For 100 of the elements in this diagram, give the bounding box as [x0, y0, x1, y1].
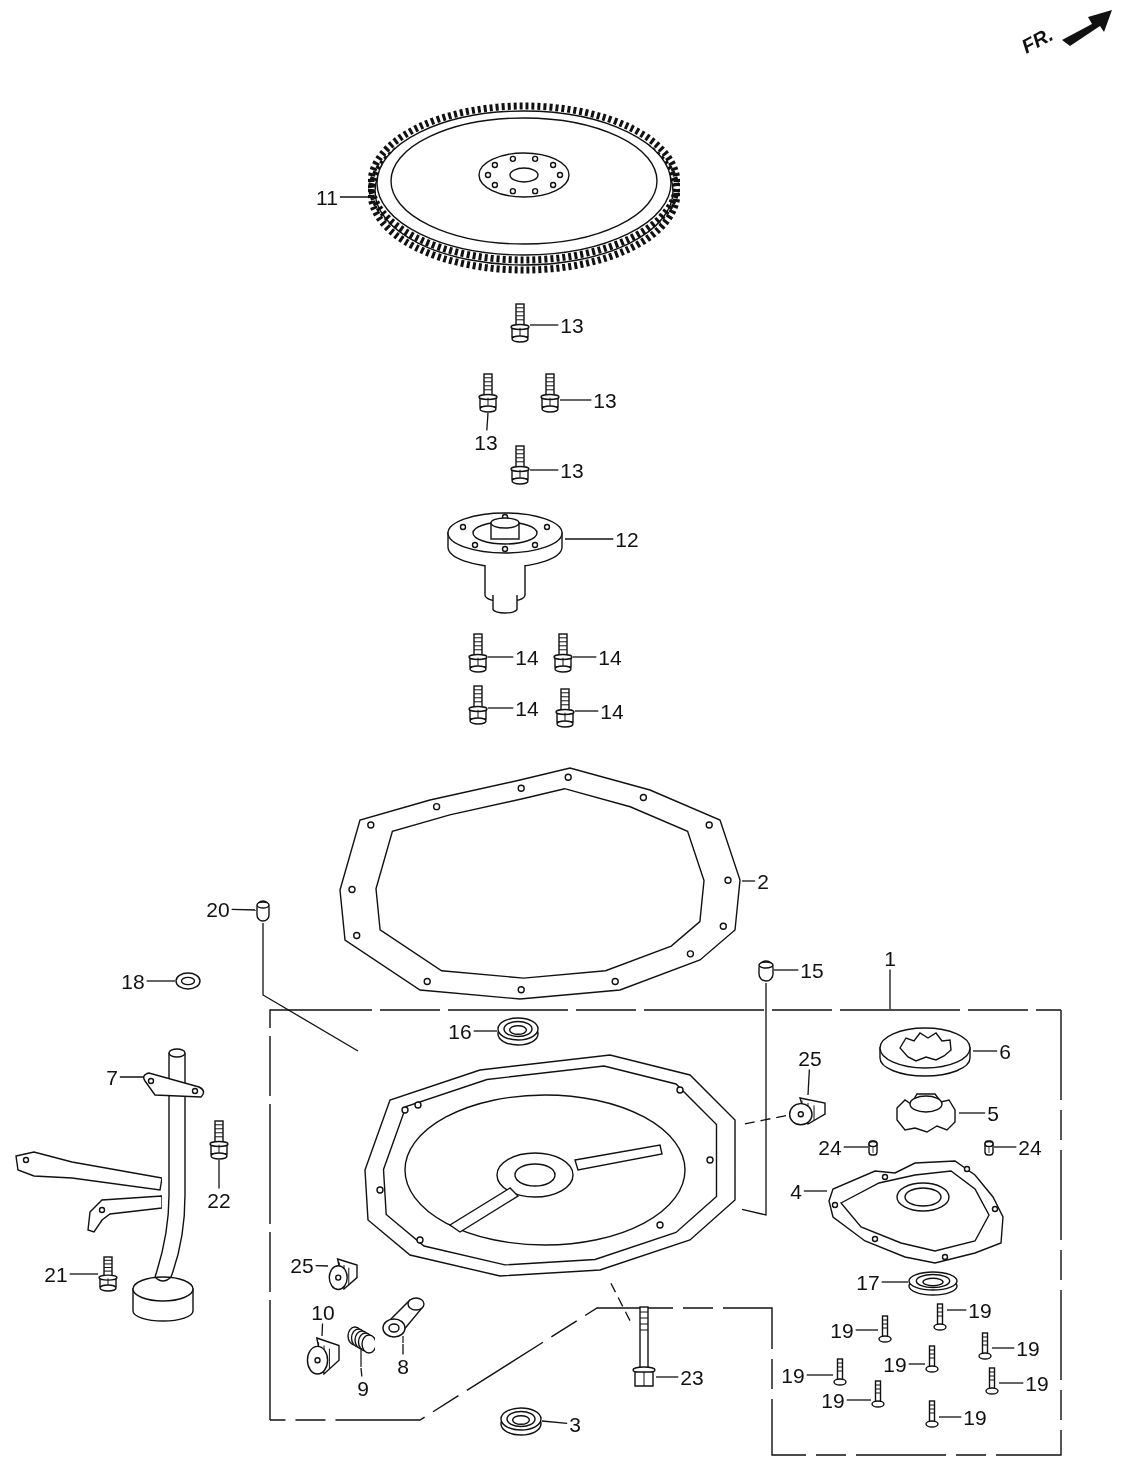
leader-line: [231, 908, 257, 911]
screw-drawing: [925, 1400, 939, 1428]
callout-number: 13: [560, 314, 584, 336]
bolt-drawing: [98, 1256, 118, 1292]
bolt-drawing: [632, 1306, 656, 1390]
pin-drawing: [984, 1140, 994, 1156]
bolt-drawing: [540, 373, 560, 413]
callout-number: 19: [821, 1389, 845, 1411]
leader-line: [972, 1050, 998, 1052]
leader-line: [315, 1264, 329, 1267]
leader-line: [655, 1376, 679, 1378]
leader-line: [855, 1329, 879, 1331]
callout-number: 10: [311, 1301, 335, 1323]
callout-number: 13: [474, 431, 498, 453]
gear-drawing: [893, 1090, 959, 1135]
callout-number: 22: [207, 1189, 231, 1211]
callout-number: 23: [680, 1366, 704, 1388]
callout-number: 21: [44, 1263, 68, 1285]
leader-line: [889, 968, 891, 1010]
callout-number: 19: [1016, 1337, 1040, 1359]
leader-line: [486, 412, 489, 432]
callout-number: 24: [818, 1136, 842, 1158]
callout-number: 19: [781, 1364, 805, 1386]
leader-line: [993, 1146, 1017, 1148]
bolt-drawing: [510, 303, 530, 343]
bolt-drawing: [209, 1120, 229, 1160]
leader-line: [360, 1367, 363, 1378]
dowel-pin-drawing: [256, 900, 270, 922]
callout-number: 17: [856, 1271, 880, 1293]
leader-line: [991, 1347, 1015, 1349]
callout-number: 13: [593, 389, 617, 411]
callout-number: 4: [790, 1180, 802, 1202]
leader-line: [843, 1146, 869, 1148]
assembly-line: [741, 982, 767, 1216]
leader-line: [881, 1281, 909, 1283]
callout-number: 11: [316, 186, 338, 208]
leader-line: [69, 1273, 99, 1275]
leader-line: [572, 656, 597, 658]
leader-line: [473, 1030, 498, 1032]
screw-drawing: [925, 1345, 939, 1373]
leader-line: [564, 538, 614, 540]
callout-number: 3: [569, 1413, 581, 1435]
screw-drawing: [933, 1303, 947, 1331]
callout-number: 9: [357, 1377, 369, 1399]
leader-line: [946, 1309, 967, 1311]
bolt-drawing: [553, 633, 573, 673]
leader-line: [773, 969, 799, 971]
callout-number: 19: [883, 1353, 907, 1375]
leader-line: [803, 1190, 828, 1192]
screw-drawing: [878, 1315, 892, 1343]
leader-line: [806, 1374, 834, 1376]
pin-drawing: [868, 1140, 878, 1156]
callout-number: 14: [515, 646, 539, 668]
leader-line: [529, 469, 559, 471]
leader-line: [529, 324, 559, 326]
callout-number: 25: [290, 1254, 314, 1276]
oil-seal-drawing: [497, 1016, 539, 1046]
oil-seal-drawing: [500, 1406, 542, 1436]
leader-line: [402, 1343, 404, 1356]
callout-number: 24: [1018, 1136, 1042, 1158]
callout-number: 19: [968, 1299, 992, 1321]
callout-number: 6: [999, 1040, 1011, 1062]
callout-number: 20: [206, 898, 230, 920]
leader-line: [146, 980, 176, 982]
plug-drawing: [306, 1335, 342, 1377]
callout-number: 5: [987, 1102, 999, 1124]
callout-number: 18: [121, 970, 145, 992]
leader-line: [741, 880, 756, 882]
callout-number: 7: [106, 1066, 118, 1088]
leader-line: [998, 1382, 1024, 1384]
assembly-frame: [268, 1008, 1063, 1457]
direction-label: FR.: [1017, 22, 1057, 58]
leader-line: [487, 656, 514, 658]
callout-number: 14: [600, 700, 624, 722]
screw-drawing: [985, 1367, 999, 1395]
bolt-drawing: [468, 685, 488, 725]
plug-drawing: [788, 1095, 828, 1127]
leader-line: [958, 1112, 986, 1114]
callout-number: 16: [448, 1020, 472, 1042]
callout-number: 8: [397, 1355, 409, 1377]
callout-number: 14: [515, 697, 539, 719]
bolt-drawing: [468, 633, 488, 673]
leader-line: [938, 1416, 962, 1418]
bolt-drawing: [510, 445, 530, 485]
screw-drawing: [871, 1380, 885, 1408]
bolt-drawing: [478, 373, 498, 413]
callout-number: 19: [963, 1406, 987, 1428]
leader-line: [846, 1399, 872, 1401]
spring-drawing: [347, 1326, 375, 1368]
callout-number: 19: [830, 1319, 854, 1341]
callout-number: 12: [615, 528, 639, 550]
leader-line: [487, 707, 514, 709]
callout-number: 2: [757, 870, 769, 892]
oil-seal-drawing: [908, 1270, 958, 1296]
leader-line: [218, 1159, 220, 1190]
washer-drawing: [175, 972, 201, 990]
screw-drawing: [833, 1358, 847, 1386]
leader-line: [807, 1068, 811, 1096]
dowel-pin-drawing: [758, 960, 774, 982]
leader-line: [908, 1363, 926, 1365]
